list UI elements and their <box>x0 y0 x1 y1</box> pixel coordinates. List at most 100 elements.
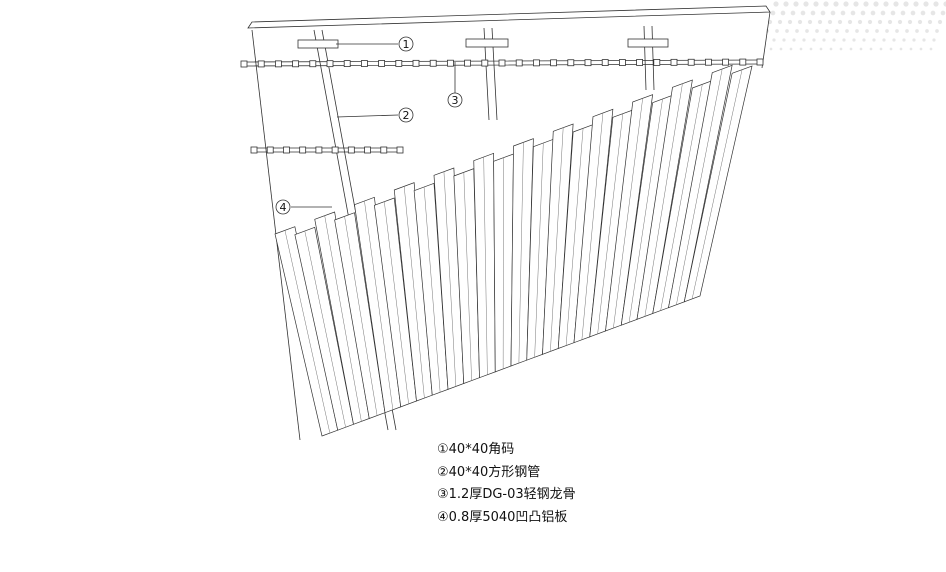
decor-dot <box>862 38 866 42</box>
decor-dot <box>907 19 913 25</box>
decor-dot <box>847 19 853 25</box>
decor-dot <box>840 10 846 16</box>
decor-dot <box>889 47 893 51</box>
keel-clip <box>481 59 489 67</box>
decor-dot <box>822 38 826 42</box>
callout-3: 3 <box>447 62 463 108</box>
decor-dot <box>927 19 933 25</box>
steel-tube <box>643 25 655 91</box>
decor-dot <box>857 19 863 25</box>
decor-dot <box>882 38 886 42</box>
decor-dot <box>875 29 879 33</box>
keel-clip <box>533 59 540 67</box>
keel-clip <box>567 59 575 67</box>
decor-dot <box>795 29 799 33</box>
decor-dot <box>855 29 859 33</box>
decor-dot <box>769 47 773 51</box>
decor-dot <box>912 38 916 42</box>
decor-dot <box>817 19 823 25</box>
keel-clip <box>429 59 437 67</box>
legend-text: 40*40方形钢管 <box>448 464 541 480</box>
decor-dot <box>885 29 889 33</box>
keel-clip <box>283 146 290 154</box>
decor-dot <box>800 10 806 16</box>
decor-dot <box>867 19 873 25</box>
decor-dot <box>922 38 926 42</box>
decor-dot <box>845 29 849 33</box>
legend-number: ③ <box>437 487 449 502</box>
legend-number: ① <box>437 442 449 457</box>
decor-dot <box>933 1 939 7</box>
legend-text: 1.2厚DG-03轻钢龙骨 <box>448 487 576 502</box>
legend-number: ④ <box>437 509 449 525</box>
panel-fold-line <box>384 201 409 404</box>
keel-clip <box>315 146 323 154</box>
keel <box>254 147 400 153</box>
corner-dot-pattern <box>766 1 946 51</box>
decor-dot <box>902 38 906 42</box>
legend-item: ①40*40角码 <box>437 439 576 462</box>
decor-dot <box>877 19 883 25</box>
panel-fold-line <box>676 68 723 305</box>
panel-fold-line <box>550 127 564 352</box>
callout-3-label: 3 <box>452 94 459 107</box>
decor-dot <box>909 47 913 51</box>
panel-fold-line <box>581 112 604 340</box>
decor-dot <box>910 10 916 16</box>
legend-item: ③1.2厚DG-03轻钢龙骨 <box>437 484 576 507</box>
decor-dot <box>830 10 836 16</box>
callout-2-label: 2 <box>403 109 410 122</box>
decor-dot <box>783 1 789 7</box>
keel-clip <box>378 60 386 67</box>
decor-dot <box>819 47 823 51</box>
keel-clip <box>364 146 371 154</box>
decor-dot <box>890 10 896 16</box>
decor-dot <box>935 29 939 33</box>
panel-fold-line <box>403 186 425 399</box>
decor-dot <box>792 38 796 42</box>
panel-fold-line <box>423 186 441 393</box>
keel-clip <box>636 59 643 66</box>
decor-dot <box>785 29 789 33</box>
keel-clip <box>360 60 368 67</box>
keel-clip <box>653 59 661 66</box>
keel-clip <box>550 59 557 67</box>
decor-dot <box>815 29 819 33</box>
decor-dot <box>905 29 909 33</box>
decor-dot <box>923 1 929 7</box>
decor-dot <box>797 19 803 25</box>
panel-fold-line <box>660 84 703 311</box>
decor-dot <box>920 10 926 16</box>
keel-clip <box>498 59 506 67</box>
panel-fold-line <box>324 215 362 422</box>
decor-dot <box>823 1 829 7</box>
keel-clip <box>722 58 729 66</box>
decor-dot <box>809 47 813 51</box>
decor-dot <box>842 38 846 42</box>
keel-clip <box>309 60 317 68</box>
decor-dot <box>825 29 829 33</box>
decor-dot <box>943 1 946 7</box>
decor-dot <box>872 38 876 42</box>
decor-dot <box>915 29 919 33</box>
panel-fold-line <box>613 98 643 329</box>
keel-clip <box>343 60 351 67</box>
decor-dot <box>903 1 909 7</box>
keel-clip <box>515 59 523 67</box>
decor-dot <box>929 47 933 51</box>
decor-dot <box>932 38 936 42</box>
decor-dot <box>782 38 786 42</box>
decor-dot <box>870 10 876 16</box>
keel-clip <box>446 59 454 67</box>
keel-clip <box>705 58 712 66</box>
keel-clip <box>584 59 592 67</box>
legend-number: ② <box>437 464 449 480</box>
decor-dot <box>820 10 826 16</box>
decor-dot <box>852 38 856 42</box>
decor-dot <box>895 29 899 33</box>
decor-dot <box>925 29 929 33</box>
decor-dot <box>807 19 813 25</box>
decor-dot <box>899 47 903 51</box>
decor-dot <box>865 29 869 33</box>
decor-dot <box>799 47 803 51</box>
